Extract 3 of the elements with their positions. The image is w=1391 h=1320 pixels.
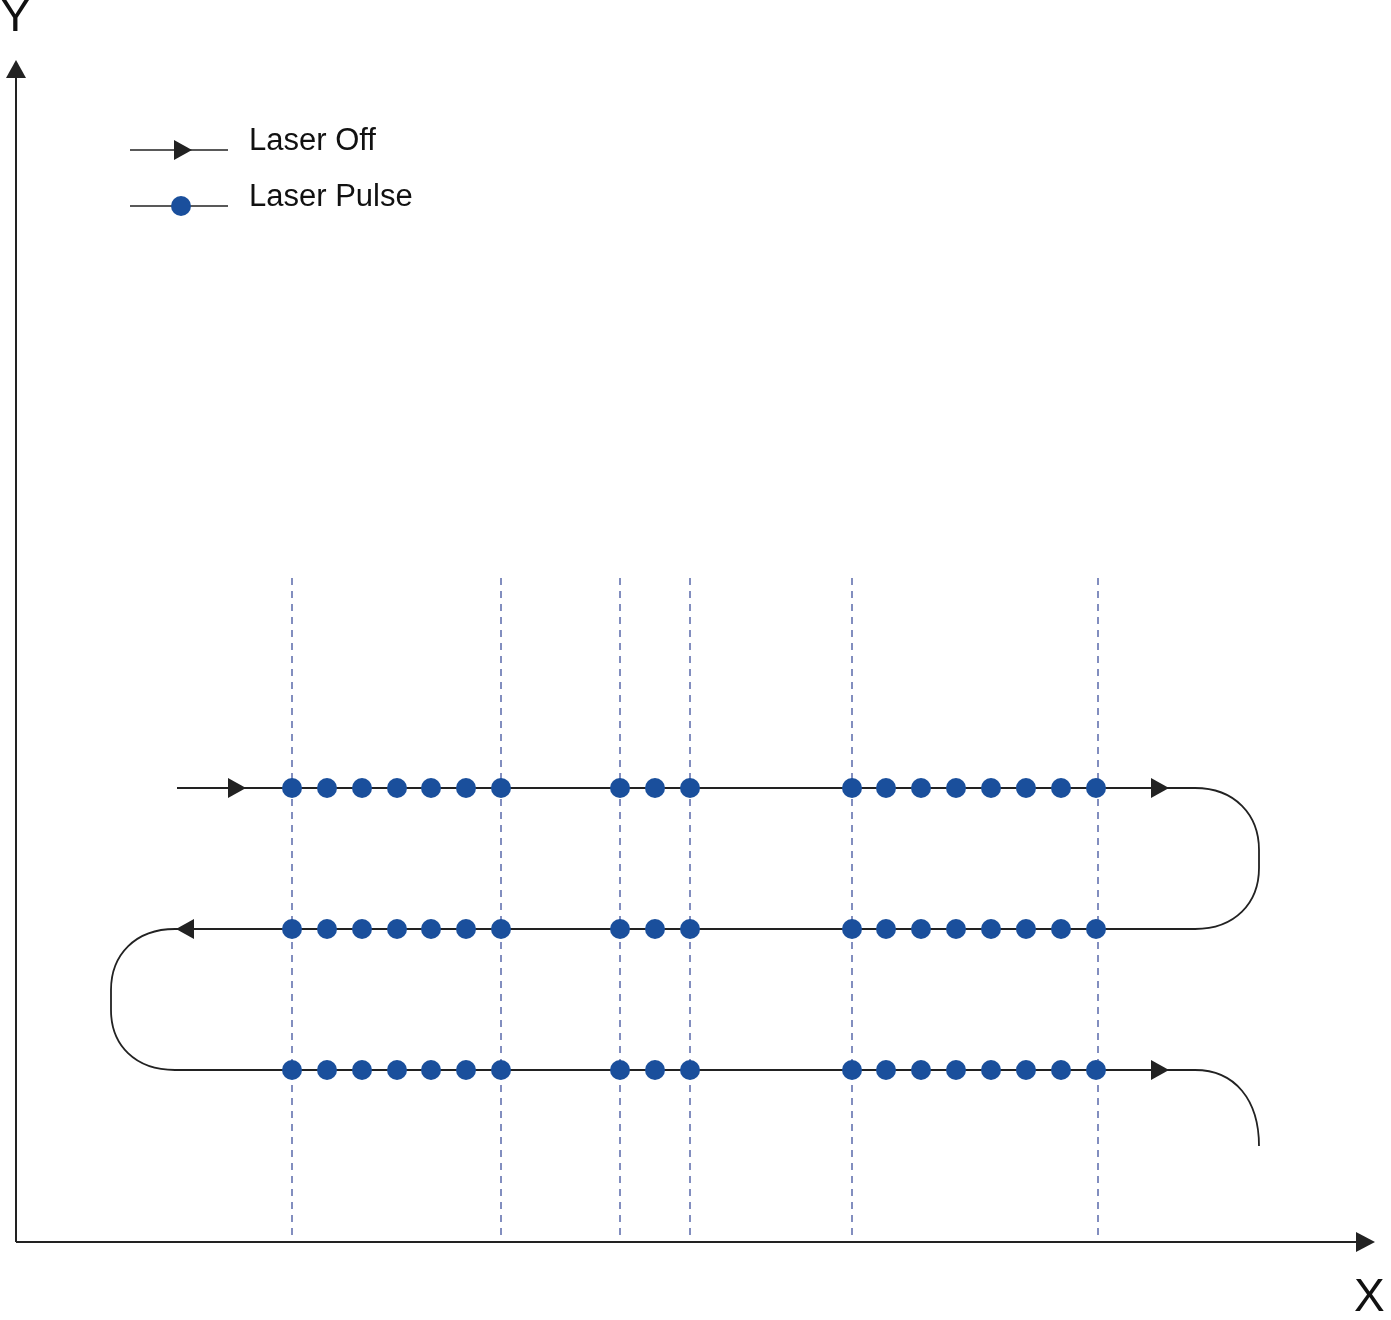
legend-label: Laser Off [249,124,376,155]
axis-label: X [1354,1272,1385,1318]
legend-label: Laser Pulse [249,180,413,211]
